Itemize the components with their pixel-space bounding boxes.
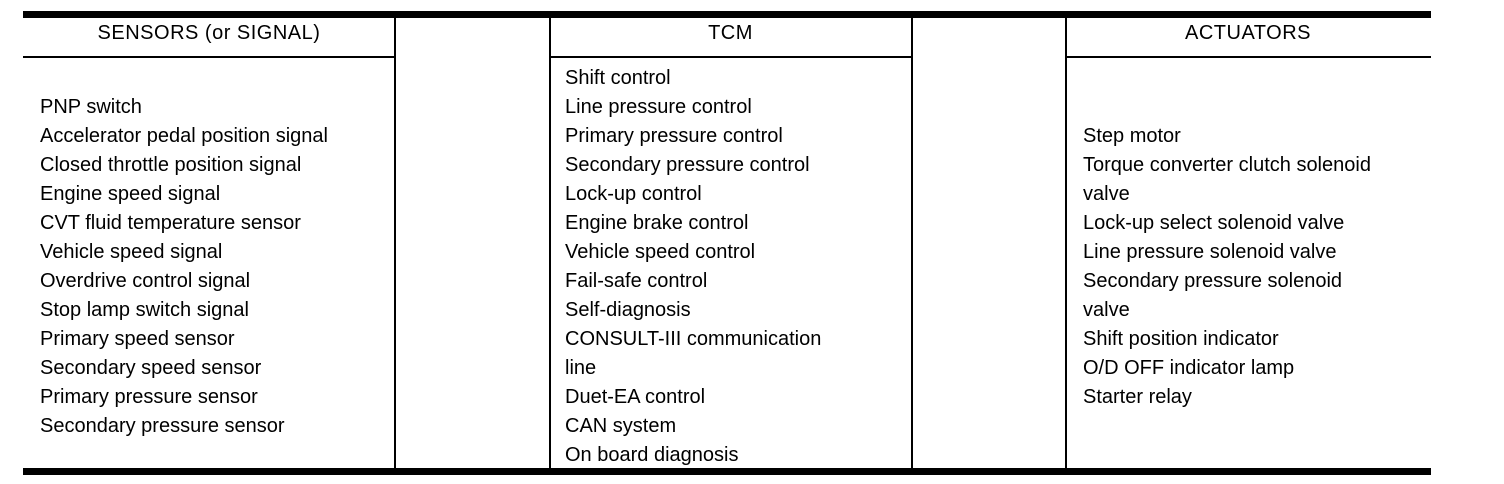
sensors-header-underline [23,56,396,58]
list-item: Accelerator pedal position signal [40,125,328,147]
list-item: valve [1083,183,1130,205]
table-bottom-rule [23,468,1431,475]
list-item: Vehicle speed signal [40,241,223,263]
list-item: Closed throttle position signal [40,154,302,176]
list-item: Overdrive control signal [40,270,251,292]
list-item: Primary pressure control [565,125,783,147]
list-item: Primary speed sensor [40,328,235,350]
list-item: O/D OFF indicator lamp [1083,357,1295,379]
list-item: Vehicle speed control [565,241,756,263]
list-item: PNP switch [40,96,142,118]
tcm-column-header: TCM [708,22,753,44]
list-item: Engine speed signal [40,183,221,205]
list-item: CAN system [565,415,677,437]
list-item: Self-diagnosis [565,299,691,321]
list-item: Step motor [1083,125,1181,147]
actuators-column-header: ACTUATORS [1185,22,1311,44]
tcm-left-border [549,18,551,468]
list-item: Torque converter clutch solenoid [1083,154,1371,176]
list-item: Secondary pressure solenoid [1083,270,1343,292]
list-item: Line pressure solenoid valve [1083,241,1337,263]
list-item: Fail-safe control [565,270,708,292]
list-item: Lock-up select solenoid valve [1083,212,1345,234]
list-item: line [565,357,597,379]
list-item: Engine brake control [565,212,749,234]
sensors-right-border [394,18,396,468]
list-item: On board diagnosis [565,444,739,466]
list-item: Shift control [565,67,671,89]
list-item: Lock-up control [565,183,702,205]
list-item: Line pressure control [565,96,752,118]
list-item: Secondary pressure sensor [40,415,285,437]
sensors-column-header: SENSORS (or SIGNAL) [97,22,321,44]
list-item: Stop lamp switch signal [40,299,249,321]
list-item: valve [1083,299,1130,321]
list-item: Starter relay [1083,386,1192,408]
list-item: Shift position indicator [1083,328,1279,350]
list-item: Primary pressure sensor [40,386,258,408]
tcm-right-border [911,18,913,468]
list-item: CONSULT-III communication [565,328,822,350]
list-item: Secondary speed sensor [40,357,262,379]
actuators-left-border [1065,18,1067,468]
actuators-header-underline [1065,56,1431,58]
list-item: CVT fluid temperature sensor [40,212,301,234]
list-item: Secondary pressure control [565,154,810,176]
table-top-rule [23,11,1431,18]
tcm-header-underline [549,56,913,58]
list-item: Duet-EA control [565,386,706,408]
